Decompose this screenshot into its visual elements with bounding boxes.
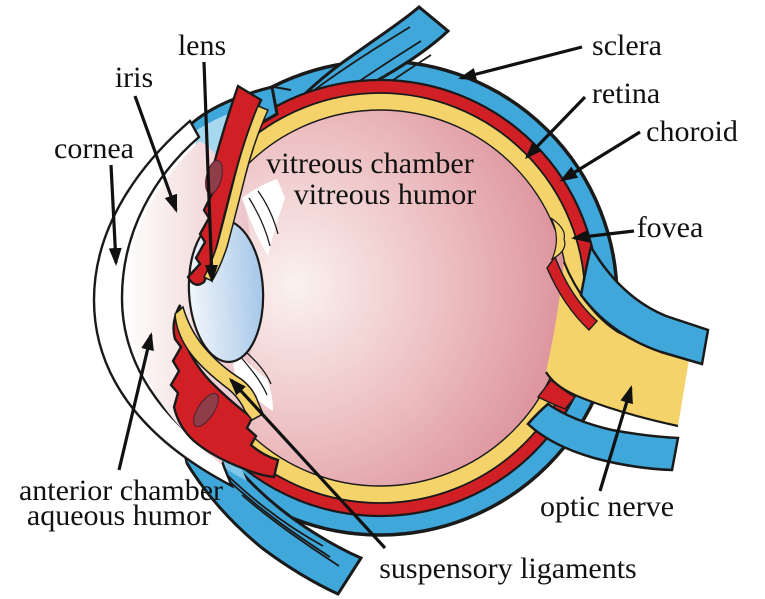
label-optic-nerve: optic nerve [540,490,674,523]
choroid-pinch-top [546,255,598,332]
nerve-sheath-top [579,243,710,366]
arrow-cornea [108,164,122,266]
muscle-bottom-stripe [241,494,340,567]
zonule-web [242,179,285,256]
arrow-fovea [571,229,635,243]
arrow-anterior-chamber [117,332,154,471]
label-fovea: fovea [637,211,704,244]
arrow-suspensory-ligaments [228,377,387,550]
label-sclera: sclera [592,29,662,62]
ciliary-muscle-lower [193,392,219,428]
arrow-retina [524,95,587,160]
optic-nerve-trunk [546,262,690,426]
label-suspensory-ligaments: suspensory ligaments [379,552,636,585]
label-lens: lens [178,29,226,62]
optic-nerve-edge [545,371,679,428]
label-choroid: choroid [646,115,738,148]
label-vitreous-chamber: vitreous chamber [266,147,473,180]
arrow-optic-nerve [598,385,633,492]
label-anterior-chamber: anterior chamber [19,474,223,507]
arrow-lens [202,61,218,283]
arrow-iris [133,95,178,213]
zonule-fibre [257,190,279,235]
labels: lens iris cornea sclera retina choroid f… [19,29,738,585]
label-iris: iris [115,61,153,94]
fovea-pit [550,217,566,261]
zonule-web [233,348,273,411]
anterior-segment [92,84,285,489]
label-vitreous-humor: vitreous humor [294,178,476,211]
arrow-choroid [559,130,641,182]
zonule-fibre [248,197,271,247]
label-arrows [108,45,641,550]
label-aqueous-humor: aqueous humor [27,499,211,532]
zonule-fibres-upper [242,179,285,256]
muscle-top-dash [273,86,292,91]
label-retina: retina [592,77,660,110]
nerve-sheath-bottom [526,402,680,472]
muscle-bottom-stripe [226,478,331,558]
iris-lower [169,304,280,479]
label-cornea: cornea [54,132,134,165]
arrow-sclera [458,45,583,81]
optic-nerve-shape [526,243,710,472]
zonule-fibre [244,350,272,385]
